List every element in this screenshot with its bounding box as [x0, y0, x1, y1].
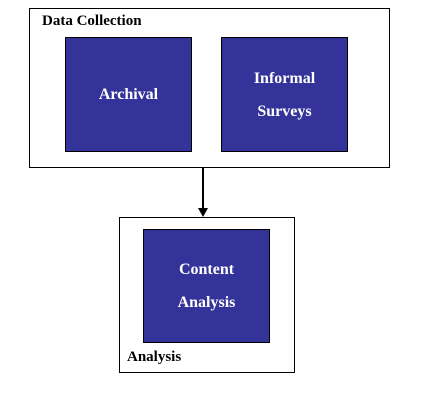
- archival-node-line-1: Archival: [98, 86, 159, 103]
- informal-surveys-node: Informal Surveys: [221, 37, 348, 152]
- informal-surveys-node-line-1: Informal: [253, 69, 316, 87]
- informal-surveys-node-text: Informal Surveys: [254, 62, 315, 128]
- content-analysis-node-line-1: Content: [178, 261, 235, 278]
- archival-node-text: Archival: [99, 78, 158, 111]
- data-collection-label: Data Collection: [42, 13, 142, 29]
- informal-surveys-node-line-2: Surveys: [257, 102, 312, 120]
- content-analysis-node-line-2: Analysis: [177, 294, 236, 311]
- content-analysis-node: Content Analysis: [143, 229, 270, 343]
- analysis-label: Analysis: [127, 349, 182, 365]
- archival-node: Archival: [65, 37, 192, 152]
- content-analysis-node-text: Content Analysis: [178, 253, 236, 319]
- arrow-head: [198, 208, 208, 217]
